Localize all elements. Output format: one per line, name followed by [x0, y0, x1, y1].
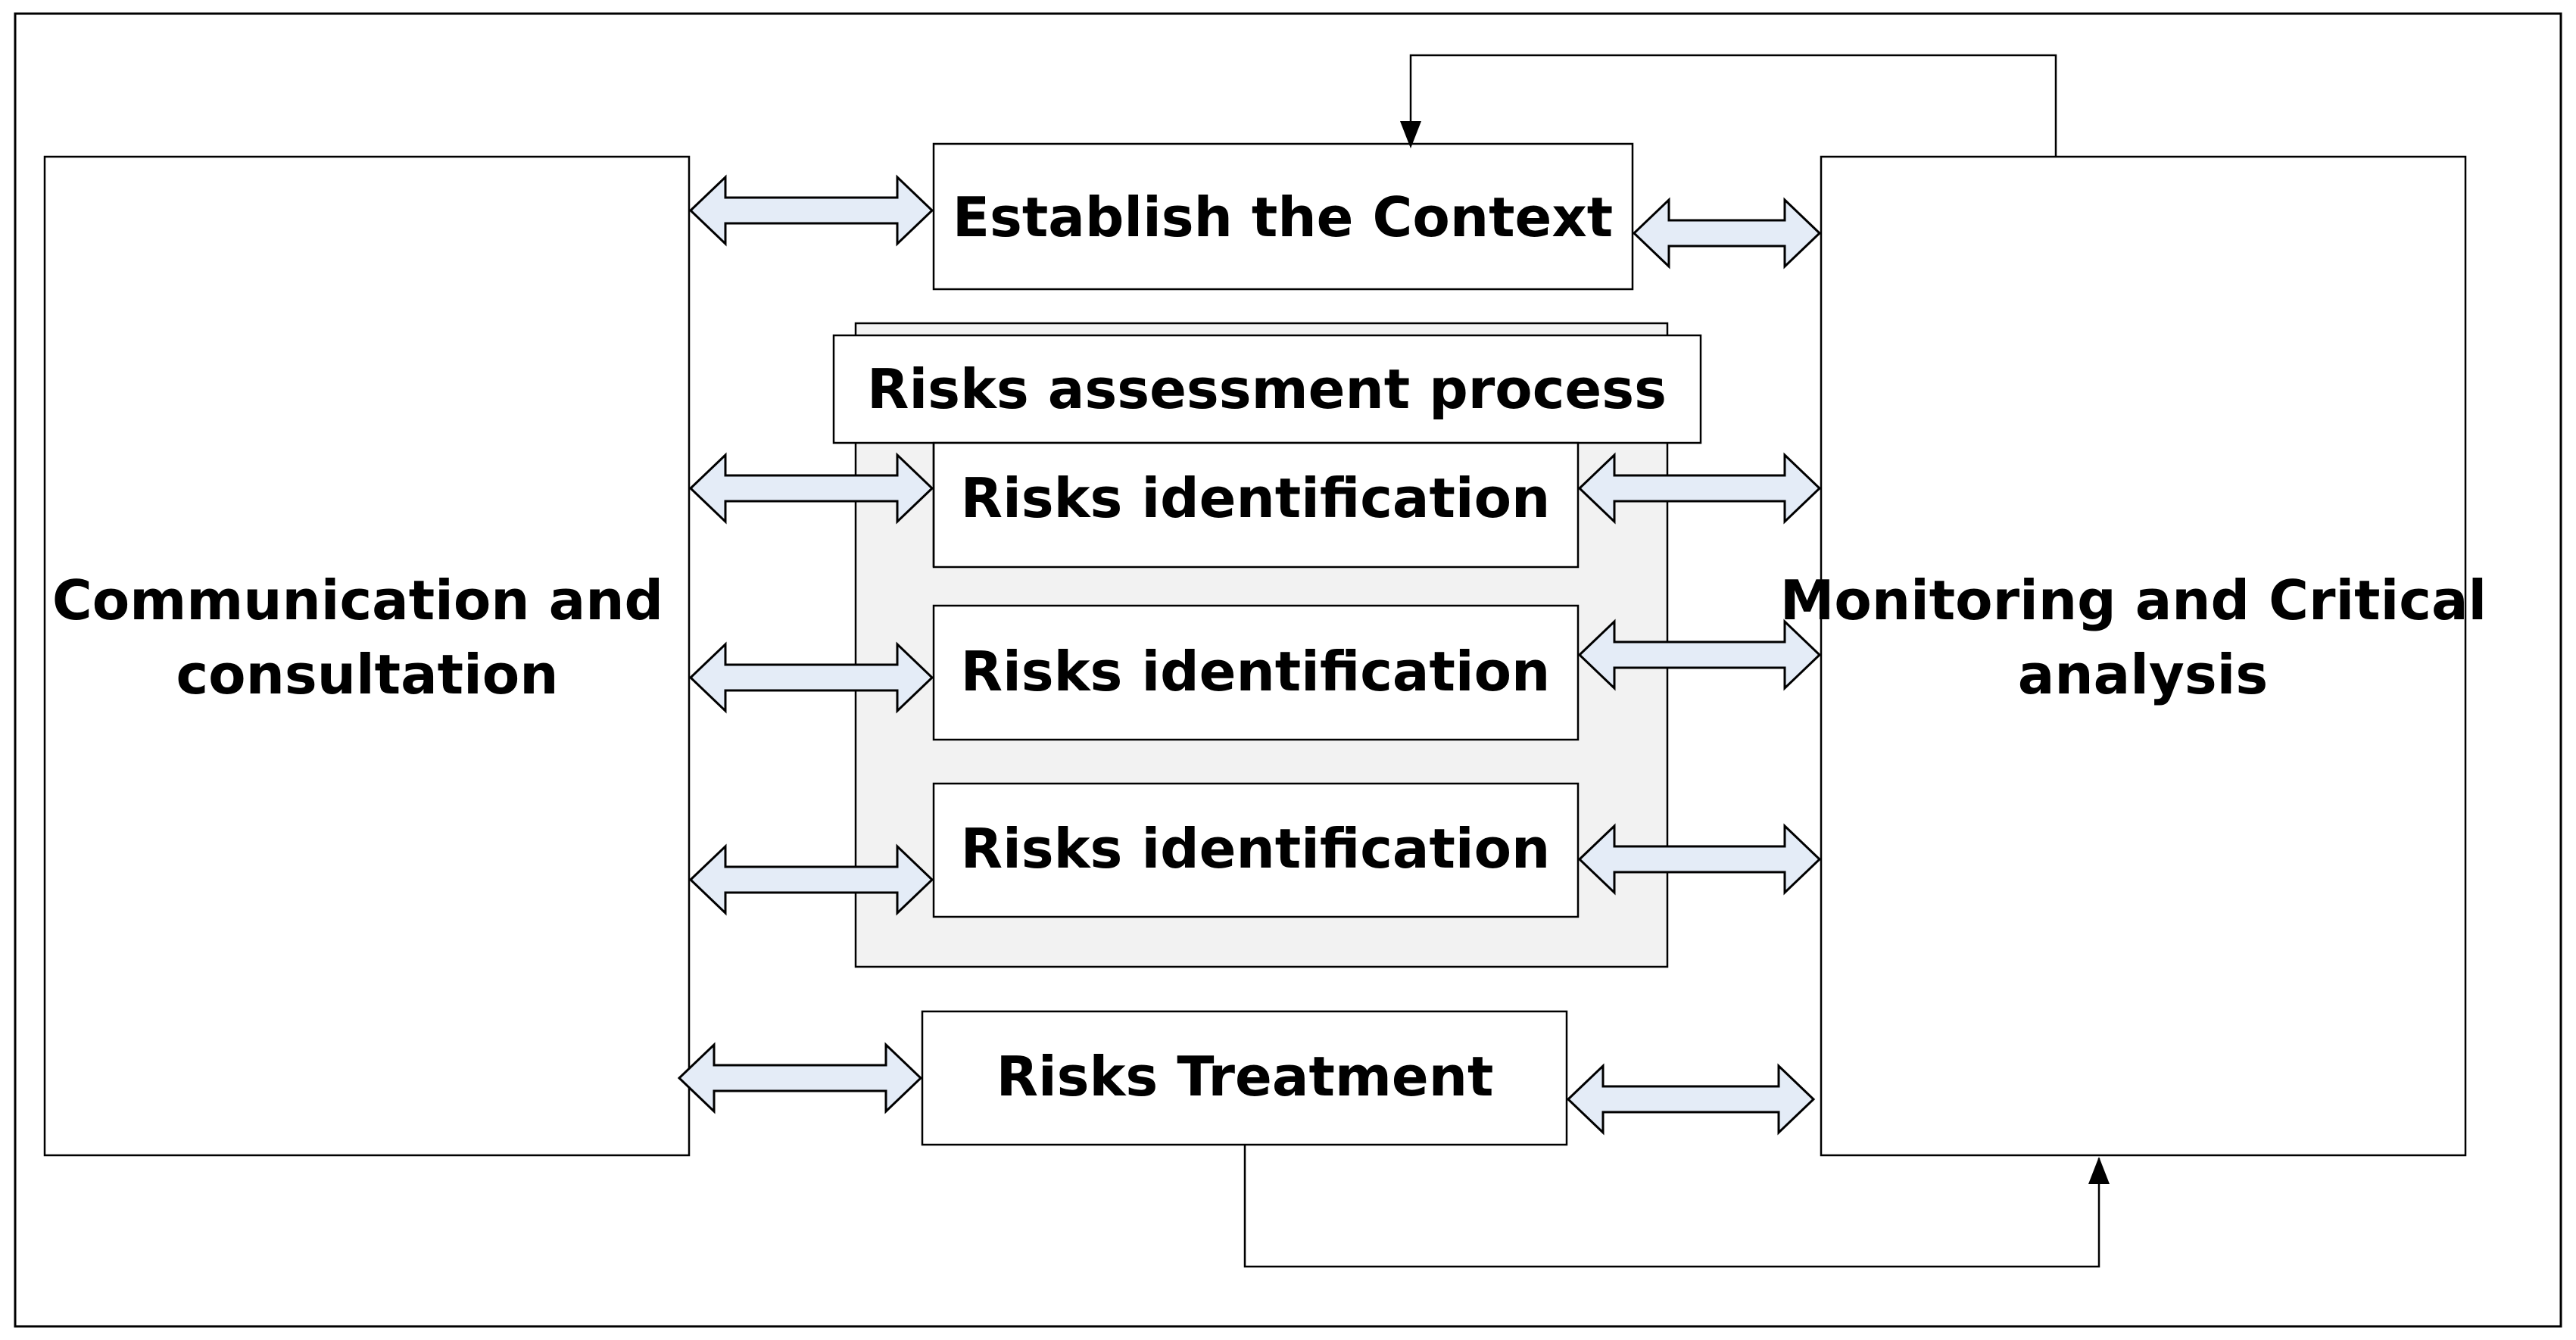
double-arrow-step1-left: [688, 452, 934, 525]
communication-label-line1: Communication and: [52, 569, 663, 632]
feedback-arrowhead-bottom: [2088, 1157, 2110, 1184]
double-arrow-context-right: [1632, 197, 1822, 270]
double-arrow-step2-left: [688, 641, 934, 714]
risks-identification-label-1: Risks identification: [961, 466, 1551, 530]
communication-panel: [43, 155, 691, 1157]
establish-context-box: [932, 142, 1634, 291]
communication-label-line2: consultation: [176, 643, 558, 706]
assessment-header-label: Risks assessment process: [867, 357, 1667, 421]
monitoring-label-line2: analysis: [2018, 643, 2268, 706]
double-arrow-treatment-right: [1566, 1063, 1816, 1136]
risks-treatment-box: [921, 1010, 1568, 1146]
double-arrow-step1-right: [1577, 452, 1822, 525]
establish-context-label: Establish the Context: [953, 185, 1613, 249]
risks-identification-box-1: [932, 441, 1580, 569]
feedback-connector-bottom: [1243, 1145, 2100, 1268]
risks-identification-label-3: Risks identification: [961, 817, 1551, 880]
monitoring-panel: [1820, 155, 2467, 1157]
risks-identification-box-3: [932, 782, 1580, 918]
risks-treatment-label: Risks Treatment: [996, 1045, 1494, 1108]
risks-identification-label-2: Risks identification: [961, 640, 1551, 703]
double-arrow-treatment-left: [677, 1042, 923, 1114]
communication-panel-label: Communication and consultation: [52, 569, 682, 706]
risks-identification-box-2: [932, 604, 1580, 741]
double-arrows-group: [677, 174, 1822, 1136]
double-arrow-step3-right: [1577, 823, 1822, 896]
double-arrow-step2-right: [1577, 619, 1822, 691]
double-arrow-context-left: [688, 174, 934, 247]
feedback-connector-top: [1407, 54, 2057, 157]
monitoring-label-line1: Monitoring and Critical: [1780, 569, 2487, 632]
feedback-arrowhead-top: [1400, 121, 1421, 148]
monitoring-panel-label: Monitoring and Critical analysis: [1780, 569, 2506, 706]
double-arrow-step3-left: [688, 843, 934, 916]
